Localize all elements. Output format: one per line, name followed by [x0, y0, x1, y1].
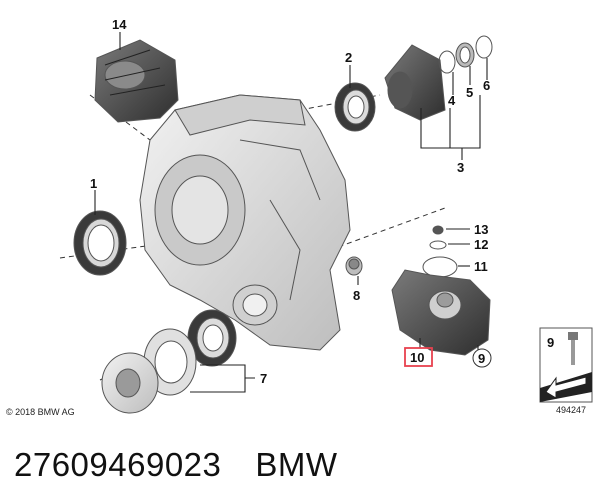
leader-lines — [94, 32, 488, 393]
callout-10-highlight-box — [404, 347, 433, 367]
callout-3: 3 — [457, 160, 464, 175]
callout-9: 9 — [478, 351, 485, 366]
part-1-seal — [73, 210, 127, 276]
parts-11-13-rings — [422, 225, 458, 278]
callout-8: 8 — [353, 288, 360, 303]
exploded-parts-diagram: 14 2 4 5 6 3 1 13 12 11 8 9 10 7 9 49424… — [6, 17, 593, 417]
part-10-control-unit — [391, 269, 491, 356]
callout-7: 7 — [260, 371, 267, 386]
callout-5: 5 — [466, 85, 473, 100]
callout-13: 13 — [474, 222, 488, 237]
part-14-coupling — [94, 39, 179, 123]
callout-11: 11 — [474, 259, 488, 274]
diagram-number: 494247 — [556, 405, 586, 415]
inset-label: 9 — [547, 335, 554, 350]
brand-name: BMW — [255, 446, 338, 483]
copyright-text: © 2018 BMW AG — [6, 407, 75, 417]
inset-bolt-box: 9 — [539, 327, 593, 403]
callout-1: 1 — [90, 176, 97, 191]
part-7-seals-hub — [101, 309, 237, 414]
part-8-plug — [345, 256, 363, 276]
callout-6: 6 — [483, 78, 490, 93]
callout-12: 12 — [474, 237, 488, 252]
parts-4-6-rings — [438, 35, 493, 74]
part-footer: 27609469023 BMW — [14, 440, 338, 490]
callout-10: 10 — [410, 350, 424, 365]
callout-2: 2 — [345, 50, 352, 65]
transfer-case-housing — [139, 94, 351, 351]
callout-14: 14 — [112, 17, 127, 32]
part-number: 27609469023 — [14, 446, 222, 483]
part-2-seal — [334, 82, 376, 132]
callout-4: 4 — [448, 93, 456, 108]
part-3-flange — [384, 44, 446, 121]
